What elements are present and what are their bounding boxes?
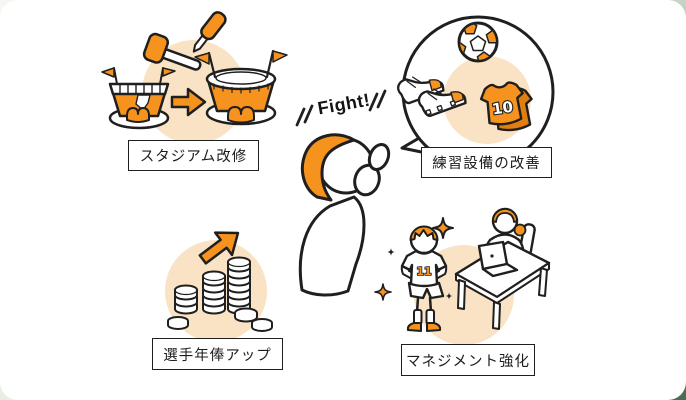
section-player-salary [165, 231, 273, 342]
label-text: マネジメント強化 [406, 353, 530, 370]
hammer-icon [142, 32, 202, 71]
loose-coin [251, 318, 273, 332]
loose-coin [167, 316, 189, 330]
jersey-icon: 10 [479, 81, 533, 132]
label-training-facilities: 練習設備の改善 [421, 147, 552, 178]
sparkle-icon [374, 283, 392, 301]
label-text: 選手年俸アップ [163, 347, 272, 364]
label-text: 練習設備の改善 [432, 156, 541, 172]
label-player-salary: 選手年俸アップ [152, 338, 283, 370]
sparkle-icon [432, 217, 454, 239]
old-stadium-icon [101, 67, 176, 130]
loose-coin [234, 307, 258, 323]
sparkle-icon [387, 248, 395, 256]
emphasis-marks [295, 89, 387, 127]
coin-stacks-icon [167, 256, 273, 332]
soccer-cleats-icon [397, 76, 467, 117]
cheering-person [298, 133, 391, 297]
arrow-right-icon [170, 87, 207, 117]
player-icon: 11 [400, 225, 448, 332]
section-management: 11 [374, 207, 551, 345]
label-stadium-renovation: スタジアム改修 [128, 140, 259, 171]
label-text: スタジアム改修 [139, 149, 248, 165]
screwdriver-icon [192, 11, 227, 53]
growth-arrow-icon [198, 231, 240, 265]
laptop-icon [477, 240, 519, 278]
jersey-number-11: 11 [416, 265, 431, 278]
label-management: マネジメント強化 [401, 344, 535, 376]
sparkle-icon [445, 292, 453, 300]
jersey-number-10: 10 [491, 98, 514, 119]
section-stadium-renovation [101, 11, 288, 144]
new-stadium-icon [194, 49, 288, 126]
section-training-facilities: 10 [397, 15, 555, 169]
